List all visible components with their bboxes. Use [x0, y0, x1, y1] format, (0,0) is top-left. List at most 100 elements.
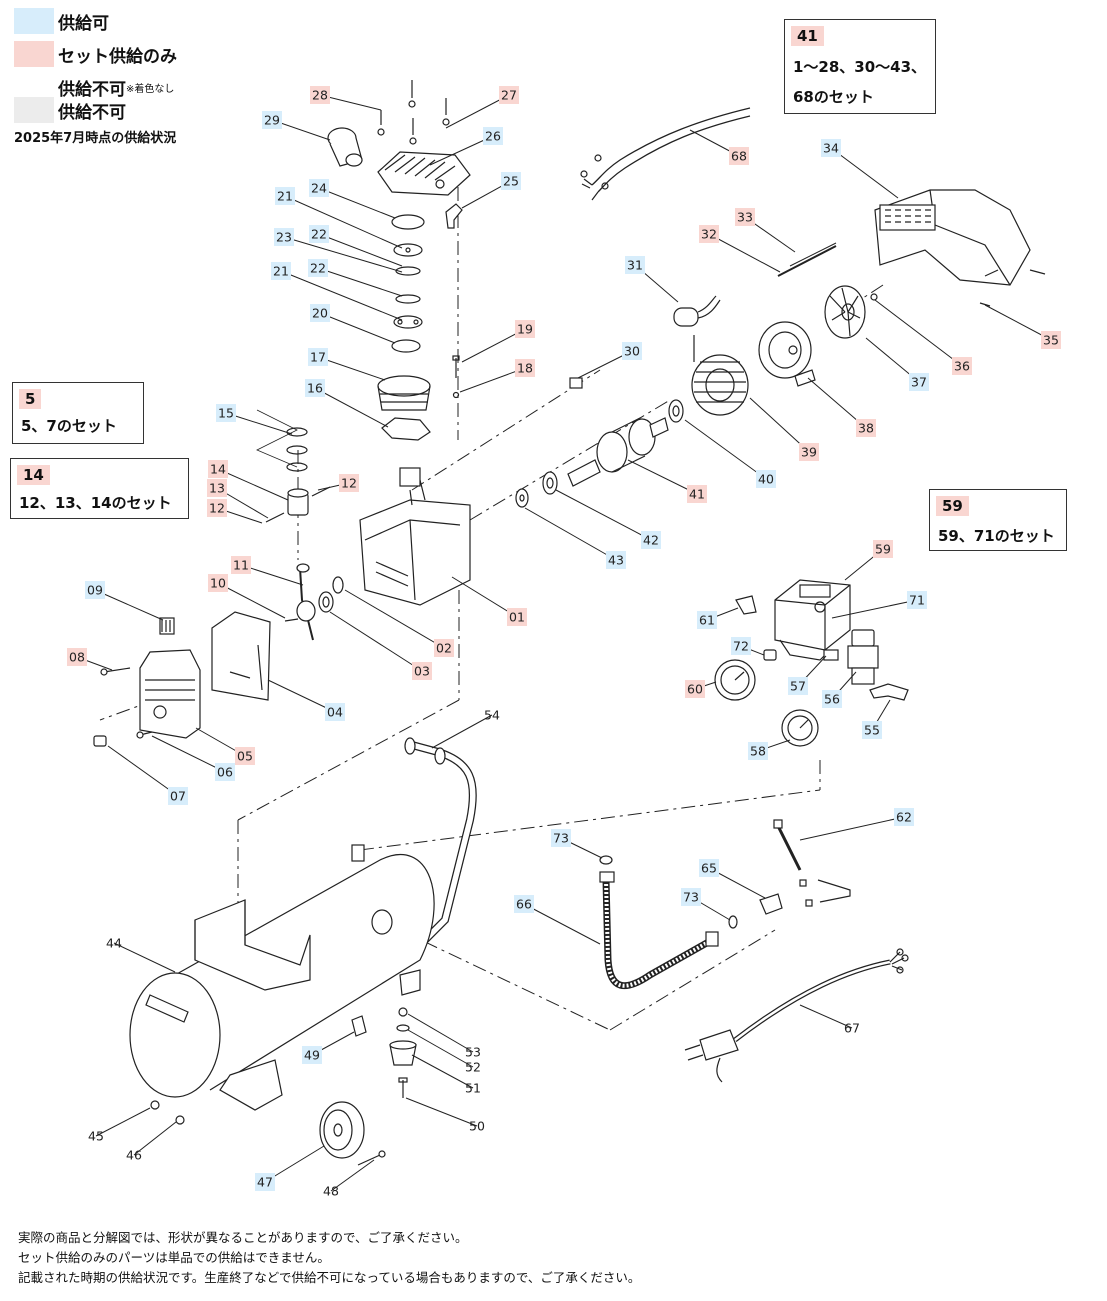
set-box-5: 5 5、7のセット: [12, 382, 144, 444]
leader-line: [445, 94, 510, 129]
part-label-28: 28: [310, 86, 330, 104]
part-label-badge: [85, 581, 105, 599]
leader-line: [799, 1004, 853, 1029]
part-label-41: 41: [687, 485, 707, 503]
part-number: 49: [304, 1048, 320, 1063]
set-box-line: 1～28、30～43、: [793, 58, 927, 76]
part-number: 68: [731, 149, 747, 164]
leader-line: [461, 328, 526, 363]
part-label-61: 61: [697, 611, 717, 629]
part-label-16: 16: [305, 379, 325, 397]
part-number: 39: [801, 445, 817, 460]
part-label-badge: [507, 608, 527, 626]
part-label-11: 11: [231, 556, 251, 574]
part-label-59: 59: [873, 540, 893, 558]
part-label-badge: [216, 404, 236, 422]
part-label-33: 33: [735, 208, 755, 226]
part-label-badge: [551, 829, 571, 847]
part-number: 14: [210, 462, 226, 477]
part-label-badge: [822, 690, 842, 708]
part-label-40: 40: [756, 470, 776, 488]
part-label-badge: [235, 747, 255, 765]
leader-line: [107, 745, 179, 797]
set-box-number: 14: [17, 465, 50, 485]
leader-line: [524, 507, 617, 561]
part-number: 08: [69, 650, 85, 665]
part-label-14: 14: [208, 460, 228, 478]
part-number: 15: [218, 406, 234, 421]
legend-unavailable-uncolored-label: 供給不可: [58, 79, 126, 100]
leader-line: [407, 1029, 474, 1068]
part-number: 59: [875, 542, 891, 557]
part-label-21: 21: [275, 187, 295, 205]
part-number: 26: [485, 129, 501, 144]
part-label-06: 06: [215, 763, 235, 781]
leader-line: [318, 187, 396, 219]
part-label-42: 42: [641, 531, 661, 549]
legend-uncolored-note: ※着色なし: [126, 83, 175, 95]
leader-line: [329, 611, 423, 672]
leader-line: [240, 564, 304, 586]
part-number: 65: [701, 861, 717, 876]
leader-line: [225, 412, 293, 435]
part-label-badge: [873, 540, 893, 558]
part-label-34: 34: [821, 139, 841, 157]
part-label-31: 31: [625, 256, 645, 274]
part-number: 54: [484, 708, 500, 723]
leader-line: [799, 816, 905, 841]
part-number: 73: [553, 831, 569, 846]
part-label-04: 04: [325, 703, 345, 721]
leader-line: [113, 942, 176, 973]
part-number: 29: [264, 113, 280, 128]
footer-note: 実際の商品と分解図では、形状が異なることがありますので、ご了承ください。: [18, 1230, 468, 1245]
part-label-21: 21: [271, 262, 291, 280]
part-number: 23: [276, 230, 292, 245]
part-label-56: 56: [822, 690, 842, 708]
part-number: 13: [209, 481, 225, 496]
part-number: 20: [312, 306, 328, 321]
part-number: 05: [237, 749, 253, 764]
part-number: 51: [465, 1081, 481, 1096]
part-label-47: 47: [255, 1173, 275, 1191]
leader-line: [407, 1013, 474, 1053]
part-number: 21: [277, 189, 293, 204]
part-label-25: 25: [501, 172, 521, 190]
leader-line: [831, 599, 918, 619]
part-number: 40: [758, 472, 774, 487]
part-number: 09: [87, 583, 103, 598]
leader-line: [429, 135, 494, 166]
part-label-badge: [339, 474, 359, 492]
set-box-line: 59、71のセット: [938, 527, 1055, 545]
part-label-badge: [799, 443, 819, 461]
part-number: 10: [210, 576, 226, 591]
part-label-badge: [309, 179, 329, 197]
part-label-09: 09: [85, 581, 105, 599]
part-number: 27: [501, 88, 517, 103]
footer-notes: 実際の商品と分解図では、形状が異なることがありますので、ご了承ください。 セット…: [18, 1228, 640, 1288]
part-number: 47: [257, 1175, 273, 1190]
part-number: 38: [858, 421, 874, 436]
part-label-badge: [699, 225, 719, 243]
part-label-badge: [756, 470, 776, 488]
part-number: 32: [701, 227, 717, 242]
part-label-38: 38: [856, 419, 876, 437]
part-number: 06: [217, 765, 233, 780]
part-label-20: 20: [310, 304, 330, 322]
part-label-badge: [325, 703, 345, 721]
leader-line: [94, 589, 164, 621]
part-label-57: 57: [788, 677, 808, 695]
part-number: 57: [790, 679, 806, 694]
part-label-badge: [274, 228, 294, 246]
part-label-71: 71: [907, 591, 927, 609]
part-number: 52: [465, 1060, 481, 1075]
part-label-52: 52: [465, 1060, 481, 1075]
part-number: 18: [517, 361, 533, 376]
part-label-badge: [894, 808, 914, 826]
leader-line: [280, 270, 403, 321]
part-label-19: 19: [515, 320, 535, 338]
set-box-line: 5、7のセット: [21, 417, 117, 435]
part-label-68: 68: [729, 147, 749, 165]
part-label-badge: [255, 1173, 275, 1191]
part-label-07: 07: [168, 787, 188, 805]
